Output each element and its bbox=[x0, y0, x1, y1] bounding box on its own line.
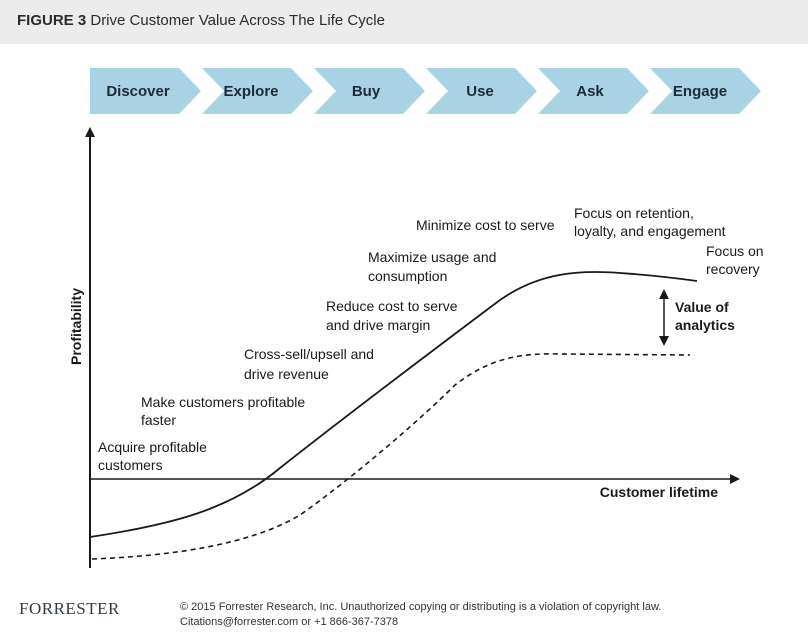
annotation-focus-retention: Focus on retention, loyalty, and engagem… bbox=[574, 205, 726, 239]
x-axis-label: Customer lifetime bbox=[600, 484, 718, 500]
stage-chevron-engage bbox=[650, 68, 761, 114]
annotation-focus-recovery: Focus on recovery bbox=[706, 243, 767, 277]
annotation-cross-sell: Cross-sell/upsell and drive revenue bbox=[244, 346, 378, 382]
forrester-logo: FORRESTER bbox=[19, 599, 120, 618]
profitability-curve-solid bbox=[89, 271, 698, 538]
stage-label-use: Use bbox=[466, 83, 494, 100]
annotation-make-profitable: Make customers profitable faster bbox=[141, 394, 309, 428]
annotation-acquire: Acquire profitable customers bbox=[98, 439, 211, 473]
citations-contact: Citations@forrester.com or +1 866-367-73… bbox=[180, 616, 399, 628]
y-axis-label: Profitability bbox=[68, 288, 84, 365]
stage-label-explore: Explore bbox=[223, 83, 278, 100]
stage-label-ask: Ask bbox=[576, 83, 604, 100]
stage-label-buy: Buy bbox=[352, 83, 381, 100]
stage-chevron-buy bbox=[314, 68, 425, 114]
figure-header: FIGURE 3 Drive Customer Value Across The… bbox=[0, 0, 808, 44]
stage-chevron-explore bbox=[202, 68, 313, 114]
stage-label-discover: Discover bbox=[106, 83, 170, 100]
annotation-value-of-analytics: Value of analytics bbox=[675, 299, 735, 333]
annotation-maximize-usage: Maximize usage and consumption bbox=[368, 249, 500, 284]
annotation-reduce-cost: Reduce cost to serve and drive margin bbox=[326, 298, 461, 333]
annotation-minimize-cost: Minimize cost to serve bbox=[416, 217, 555, 233]
figure-title: Drive Customer Value Across The Life Cyc… bbox=[90, 12, 385, 29]
stage-chevron-discover bbox=[90, 68, 201, 114]
profitability-curve-dashed bbox=[91, 353, 691, 560]
figure-number: FIGURE 3 bbox=[17, 12, 87, 29]
stage-chevron-use bbox=[426, 68, 537, 114]
stage-chevron-ask bbox=[538, 68, 649, 114]
footer-text: © 2015 Forrester Research, Inc. Unauthor… bbox=[180, 600, 661, 630]
copyright-notice: © 2015 Forrester Research, Inc. Unauthor… bbox=[180, 601, 662, 613]
stage-label-engage: Engage bbox=[673, 83, 727, 100]
stage-chevrons: Discover Explore Buy Use Ask Engage bbox=[90, 68, 761, 114]
